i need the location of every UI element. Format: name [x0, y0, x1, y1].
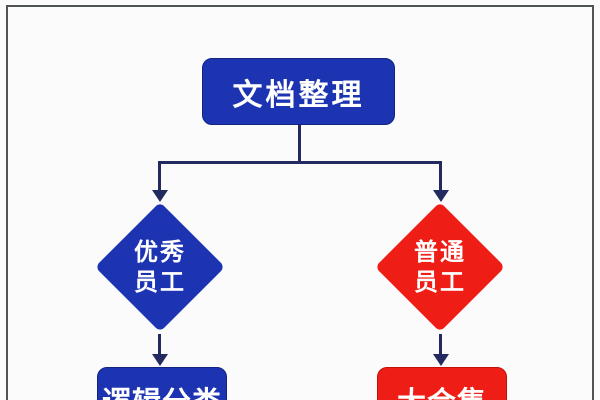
connector-drop-right [439, 161, 442, 192]
connector-branch-bar [158, 161, 442, 164]
arrowhead-to-right-result [433, 354, 449, 366]
node-left-result: 逻辑分类 [97, 367, 227, 400]
node-right-decision: 普通 员工 [375, 203, 505, 333]
arrowhead-to-left-diamond [152, 190, 168, 202]
node-right-result: 大合集 [377, 367, 507, 400]
node-root: 文档整理 [202, 58, 395, 125]
arrowhead-to-right-diamond [433, 190, 449, 202]
node-left-result-label: 逻辑分类 [102, 379, 222, 400]
node-right-decision-line1: 普通 [414, 239, 466, 266]
connector-root-stem [298, 125, 301, 163]
connector-left-diamond-stem [158, 334, 161, 356]
arrowhead-to-left-result [152, 354, 168, 366]
connector-right-diamond-stem [439, 334, 442, 356]
node-right-result-label: 大合集 [397, 379, 487, 400]
node-left-decision-line2: 员工 [134, 269, 186, 296]
node-left-decision-line1: 优秀 [134, 239, 186, 266]
node-right-decision-line2: 员工 [414, 269, 466, 296]
node-root-label: 文档整理 [232, 78, 365, 112]
node-left-decision: 优秀 员工 [95, 203, 225, 333]
connector-drop-left [158, 161, 161, 192]
